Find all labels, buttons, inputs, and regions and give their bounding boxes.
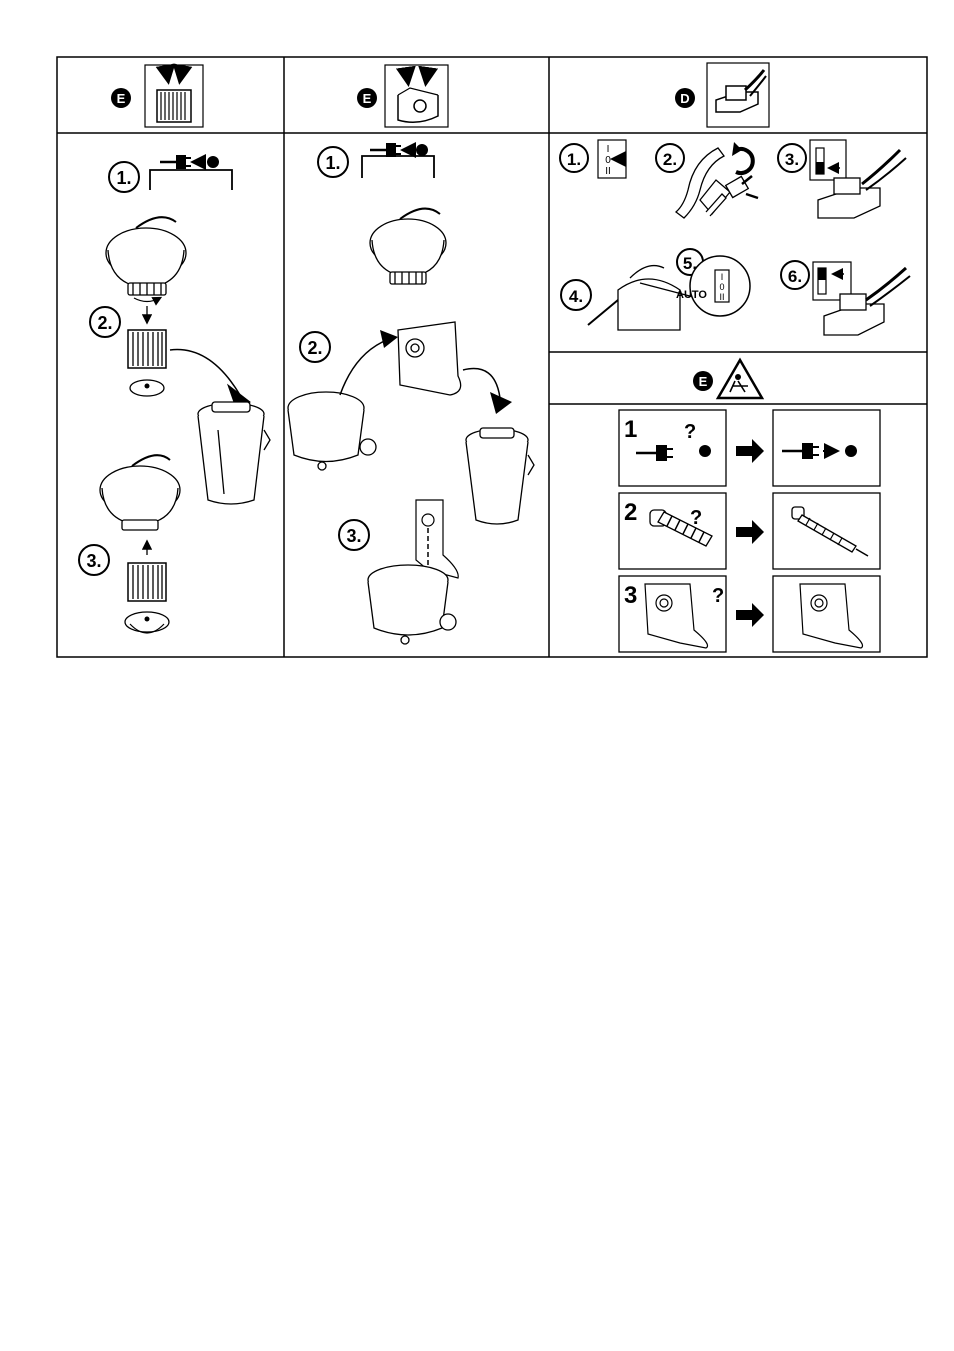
lang-badge-label: E [117,91,126,106]
troubleshoot-row-2: 2 ? [619,493,880,569]
warning-triangle-icon [718,360,762,398]
filter-cartridge-icon [128,330,166,396]
switch-auto-label: II [605,166,611,177]
lang-badge-label: E [363,91,372,106]
troubleshoot-row-3: 3 ? [619,576,880,652]
troubleshoot-rows: 1 ? 2 ? [619,410,880,652]
step-label: 1. [567,150,581,169]
troubleshoot-header: E [693,360,762,398]
step-label: 3. [86,551,101,571]
step-2-callout: 2. [656,144,684,172]
step-label: 3. [346,526,361,546]
step-3-callout: 3. [79,545,109,575]
row-number: 1 [624,416,637,443]
vacuum-head-icon [370,209,446,284]
step-1-callout: 1. [109,155,232,192]
row-number: 3 [624,582,637,609]
step-label: 3. [785,150,799,169]
step-2-callout: 2. [90,307,120,337]
step-3-callout: 3. [778,140,846,180]
plug-icon [370,143,428,157]
step-label: 1. [325,153,340,173]
vacuum-head-icon [100,455,180,530]
header-bag: E [357,65,448,127]
vacuum-head-icon [106,217,186,295]
switch-on-label: I [607,144,610,155]
question-mark: ? [684,421,696,443]
switch-icon: I 0 II [598,140,626,178]
tool-steps: 1. I 0 II 2. [560,140,910,335]
header-filter: E [111,65,203,127]
vacuum-tank-icon [588,266,680,330]
switch-on-label: I [721,272,724,282]
arrow-right-icon [736,603,764,627]
question-mark: ? [712,585,724,607]
lang-badge-icon: E [111,88,131,108]
dust-bag-icon [385,65,448,127]
step-label: 2. [307,338,322,358]
step-label: 4. [569,287,583,306]
arrow-right-icon [736,520,764,544]
dust-bin-icon [466,428,534,524]
step-3-callout: 3. [339,520,369,550]
troubleshoot-row-1: 1 ? [619,410,880,486]
auto-label: AUTO [676,289,707,301]
plug-icon [160,155,219,169]
dust-bin-icon [198,402,270,504]
lang-badge-icon: D [675,88,695,108]
vacuum-tank-icon [288,392,376,470]
step-5-callout: 5. AUTO I 0 II [676,249,750,316]
lang-badge-icon: E [357,88,377,108]
step-2-callout: 2. [300,332,330,362]
filter-cartridge-icon [125,563,169,633]
step-label: 1. [116,168,131,188]
step-1-callout: 1. [318,143,434,178]
lang-badge-label: E [699,374,708,389]
filter-steps: 1. 2. [79,155,270,633]
power-tool-icon [707,63,769,127]
switch-auto-label: II [719,292,724,302]
dust-bag-icon [398,322,461,395]
filter-cartridge-icon [145,65,203,127]
step-1-callout: 1. I 0 II [560,140,626,178]
lang-badge-label: D [680,91,689,106]
step-label: 6. [788,267,802,286]
step-label: 2. [97,313,112,333]
step-4-callout: 4. [561,280,591,310]
bag-steps: 1. 2. [288,143,534,644]
lang-badge-icon: E [693,371,713,391]
header-tool: D [675,63,769,127]
vacuum-tank-icon [368,565,456,644]
switch-off-label: 0 [605,155,611,166]
adapter-icon [726,176,758,198]
step-label: 2. [663,150,677,169]
switch-off-label: 0 [719,282,724,292]
arrow-right-icon [736,439,764,463]
row-number: 2 [624,499,637,526]
rotate-icon [732,142,753,173]
